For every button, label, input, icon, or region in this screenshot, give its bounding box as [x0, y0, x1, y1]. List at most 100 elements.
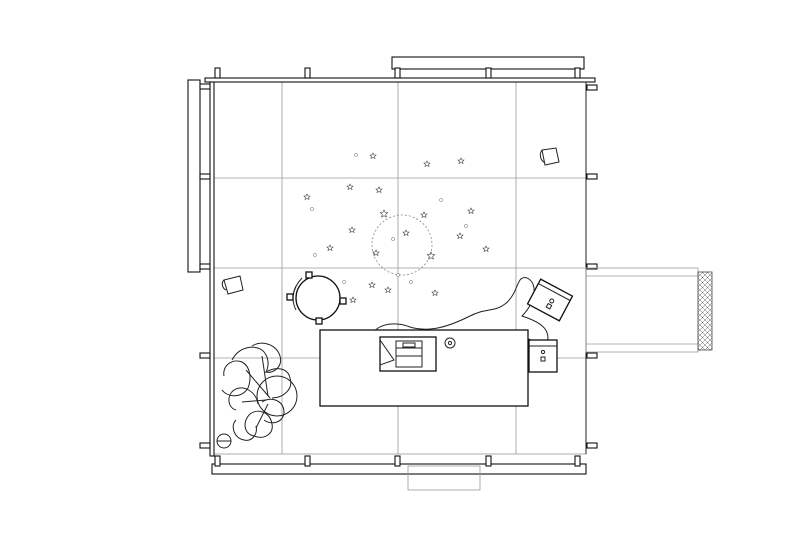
dot	[313, 253, 317, 257]
star	[349, 296, 357, 304]
post	[574, 455, 581, 467]
lamp-shade	[444, 337, 456, 349]
post	[214, 455, 221, 467]
rug	[371, 277, 549, 345]
star	[375, 186, 383, 194]
star	[457, 157, 465, 165]
post	[485, 455, 492, 467]
post	[304, 455, 311, 467]
dot	[391, 237, 395, 241]
stool-icon	[216, 433, 232, 449]
post	[199, 83, 211, 90]
star	[372, 249, 380, 257]
star	[467, 207, 475, 215]
plant-stem	[255, 403, 269, 429]
posts	[199, 67, 598, 467]
dot	[464, 224, 468, 228]
chair-leg	[315, 317, 323, 325]
post	[199, 263, 211, 270]
star	[423, 160, 431, 168]
plant-leaf	[251, 342, 282, 373]
post	[485, 67, 492, 79]
tray-slot	[395, 347, 423, 357]
armchair-back	[538, 283, 571, 301]
tray-cable	[379, 339, 395, 366]
post	[394, 455, 401, 467]
post	[586, 442, 598, 449]
star	[431, 289, 439, 297]
star	[368, 281, 376, 289]
tray-outline	[379, 336, 437, 372]
post	[394, 67, 401, 79]
plant-stem	[261, 355, 269, 397]
chair-leg	[286, 293, 294, 301]
star	[379, 209, 389, 218]
top-window-panel	[391, 56, 585, 70]
dot	[409, 280, 413, 284]
armchair-detail	[545, 302, 553, 310]
post	[214, 67, 221, 79]
cushion-edge	[221, 279, 227, 291]
plant-leaf	[232, 419, 257, 441]
side-table-detail	[540, 356, 546, 362]
wall-top	[204, 77, 596, 83]
star	[456, 232, 464, 240]
post	[586, 263, 598, 270]
star	[346, 183, 354, 191]
star	[482, 245, 490, 253]
chair-seat	[295, 275, 341, 321]
dot	[439, 198, 443, 202]
side-annex	[585, 267, 713, 353]
dot	[310, 207, 314, 211]
side-table-knob	[540, 349, 546, 355]
post	[586, 173, 598, 180]
annex-hatched-wall	[697, 271, 713, 351]
side-table-icon	[528, 339, 558, 373]
post	[304, 67, 311, 79]
post	[574, 67, 581, 79]
side-table	[528, 339, 558, 373]
chair-leg	[339, 297, 347, 305]
post	[199, 442, 211, 449]
lamp-bulb	[447, 340, 453, 346]
cushion-edge	[539, 149, 546, 164]
wall-left	[209, 81, 215, 457]
plant-leaf	[221, 360, 251, 397]
chair-leg	[305, 271, 313, 279]
star-decals	[303, 152, 490, 304]
tray-detail	[402, 342, 416, 348]
cushion	[223, 275, 244, 295]
annex-floor	[585, 267, 699, 353]
plant-stem	[241, 399, 267, 403]
star	[384, 286, 392, 294]
chair-icon	[286, 271, 347, 325]
left-window-panel	[187, 79, 201, 273]
star	[303, 193, 311, 201]
plant-stem	[245, 369, 271, 399]
star	[420, 211, 428, 219]
cushion	[541, 147, 560, 166]
star	[348, 226, 356, 234]
desk-tray	[379, 336, 437, 372]
post	[199, 352, 211, 359]
plant-leaf	[228, 387, 259, 411]
dot	[354, 153, 358, 157]
plant-pot	[256, 375, 298, 417]
star	[369, 152, 377, 160]
post	[199, 173, 211, 180]
post	[586, 84, 598, 91]
entry-step	[407, 465, 481, 491]
star	[326, 244, 334, 252]
cushion-icon	[221, 147, 560, 295]
post	[586, 352, 598, 359]
lamp-icon	[444, 337, 456, 349]
plant-leaf	[244, 410, 273, 438]
plant-leaf	[261, 398, 285, 424]
plant-icon	[221, 342, 298, 441]
star	[402, 229, 410, 237]
armchair-button	[549, 298, 555, 304]
armchair-icon	[526, 278, 574, 322]
center-dashed-circle	[371, 214, 433, 276]
